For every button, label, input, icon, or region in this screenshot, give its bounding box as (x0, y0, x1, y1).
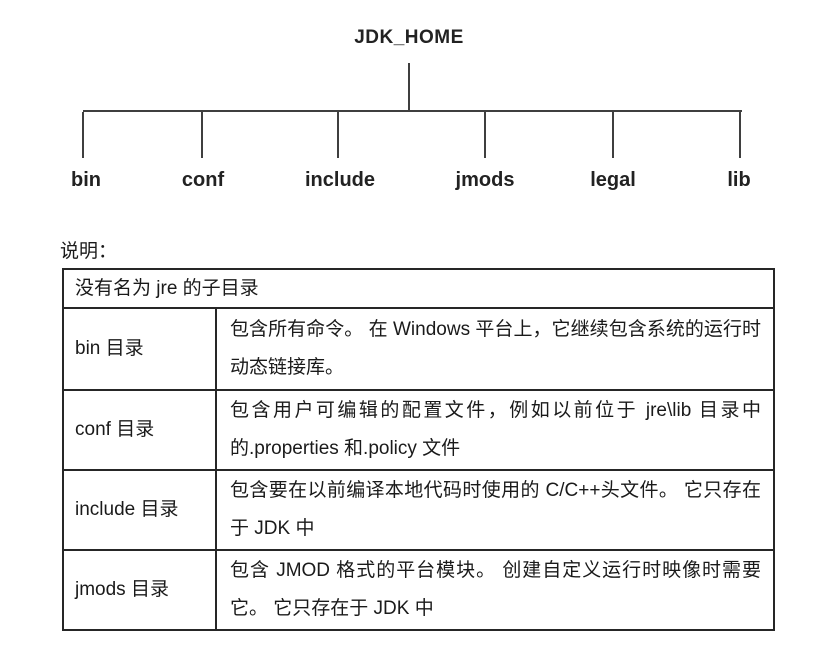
tree-branch-line-jmods (484, 112, 486, 158)
table-row-no-jre: 没有名为 jre 的子目录 (62, 268, 775, 309)
tree-leaf-bin: bin (71, 169, 101, 191)
tree-branch-line-lib (739, 112, 741, 158)
tree-leaf-jmods: jmods (455, 169, 515, 191)
directory-explanation-table: 没有名为 jre 的子目录 bin 目录 包含所有命令。 在 Windows 平… (62, 268, 775, 631)
tree-horizontal-line (83, 110, 742, 112)
dir-name-cell-conf: conf 目录 (62, 389, 217, 471)
table-row-include: include 目录 包含要在以前编译本地代码时使用的 C/C++头文件。 它只… (62, 469, 775, 551)
dir-name-cell-jmods: jmods 目录 (62, 549, 217, 631)
dir-name-cell-include: include 目录 (62, 469, 217, 551)
tree-root-label: JDK_HOME (354, 27, 464, 48)
table-caption: 说明： (60, 241, 118, 262)
tree-branch-line-bin (82, 112, 84, 158)
table-row-jmods: jmods 目录 包含 JMOD 格式的平台模块。 创建自定义运行时映像时需要它… (62, 549, 775, 631)
no-jre-note-cell: 没有名为 jre 的子目录 (62, 268, 775, 309)
tree-leaf-include: include (304, 169, 375, 191)
tree-root-stem-line (408, 63, 410, 111)
tree-branch-line-conf (201, 112, 203, 158)
tree-leaf-legal: legal (590, 169, 636, 191)
tree-leaf-lib: lib (727, 169, 751, 191)
dir-name-cell-bin: bin 目录 (62, 307, 217, 391)
dir-desc-cell-include: 包含要在以前编译本地代码时使用的 C/C++头文件。 它只存在于 JDK 中 (215, 469, 775, 551)
dir-desc-cell-conf: 包含用户可编辑的配置文件，例如以前位于 jre\lib 目录中的.propert… (215, 389, 775, 471)
tree-branch-line-include (337, 112, 339, 158)
dir-desc-cell-bin: 包含所有命令。 在 Windows 平台上，它继续包含系统的运行时动态链接库。 (215, 307, 775, 391)
table-row-conf: conf 目录 包含用户可编辑的配置文件，例如以前位于 jre\lib 目录中的… (62, 389, 775, 471)
tree-branch-line-legal (612, 112, 614, 158)
tree-leaf-conf: conf (181, 169, 225, 191)
table-row-bin: bin 目录 包含所有命令。 在 Windows 平台上，它继续包含系统的运行时… (62, 307, 775, 391)
dir-desc-cell-jmods: 包含 JMOD 格式的平台模块。 创建自定义运行时映像时需要它。 它只存在于 J… (215, 549, 775, 631)
